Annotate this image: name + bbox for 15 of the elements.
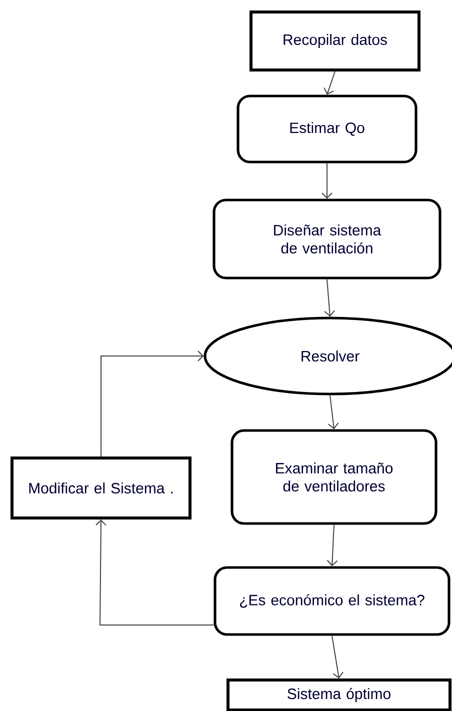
process-box: Diseñar sistema de ventilación: [212, 198, 442, 280]
process-box: Sistema óptimo: [226, 678, 452, 711]
process-box: ¿Es económico el sistema?: [214, 566, 450, 636]
arrow: [332, 635, 344, 678]
process-box: Recopilar datos: [250, 10, 420, 72]
arrow: [324, 278, 336, 317]
arrow: [324, 71, 336, 95]
arrow: [100, 350, 204, 457]
process-box: Modificar el Sistema .: [10, 456, 192, 520]
arrow: [95, 520, 214, 626]
process-box: Examinar tamaño de ventiladores: [230, 429, 438, 525]
arrow: [328, 394, 339, 430]
process-box: Estimar Qo: [236, 94, 418, 164]
arrow: [322, 162, 332, 199]
arrow: [326, 524, 338, 566]
